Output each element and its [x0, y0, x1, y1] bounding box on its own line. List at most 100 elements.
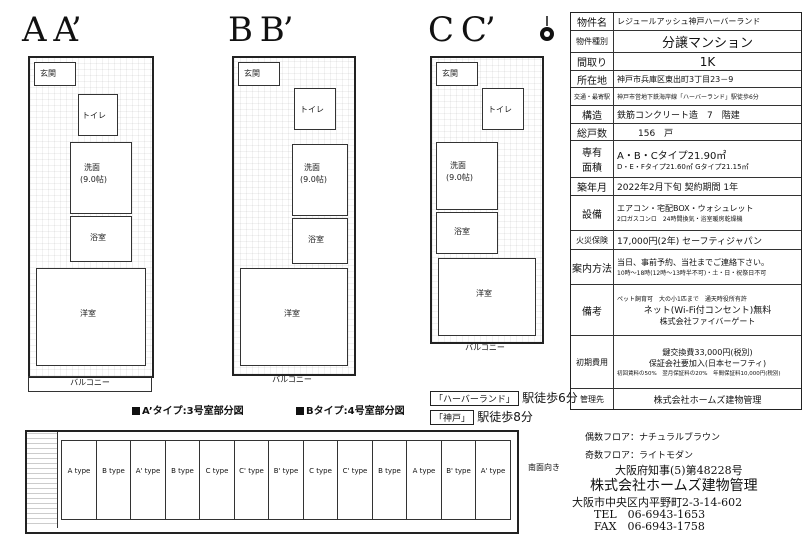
area-label-2: 面積: [582, 163, 602, 174]
washroom-label: 洗面: [84, 163, 100, 172]
unit-plan: C' type: [337, 440, 373, 520]
plan-c-letter: C C’: [428, 10, 496, 50]
floor-color-even: 偶数フロア：ナチュラルブラウン: [585, 433, 721, 443]
spec-label-built: 築年月: [571, 178, 614, 195]
unit-type-label: B type: [171, 467, 194, 475]
spec-row-name: 物件名 レジュールアッシュ神戸ハーバーランド: [571, 13, 801, 31]
washroom-label-b: 洗面: [304, 163, 320, 172]
license-number: 大阪府知事(5)第48228号: [615, 464, 743, 477]
unit-type-label: C type: [205, 467, 229, 475]
area-label-1: 専有: [582, 148, 602, 159]
facing-note: 南面向き: [528, 463, 560, 472]
station-info: 「ハーバーランド」 駅徒歩6分 「神戸」 駅徒歩8分: [430, 389, 578, 425]
spec-row-units: 総戸数 156 戸: [571, 124, 801, 141]
spec-label-name: 物件名: [571, 13, 614, 30]
unit-type-label: C' type: [239, 467, 264, 475]
company-tel: TEL 06-6943-1653: [594, 508, 706, 521]
insurance: 17,000円(2年) セーフティジャパン: [617, 236, 763, 247]
manager: 株式会社ホームズ建物管理: [653, 395, 762, 406]
spec-row-manager: 管理先 株式会社ホームズ建物管理: [571, 389, 801, 409]
spec-label-structure: 構造: [571, 106, 614, 123]
spec-label-insurance: 火災保険: [571, 231, 614, 249]
unit-type-label: B' type: [446, 467, 471, 475]
unit-type-label: B' type: [273, 467, 299, 475]
plan-b-caption: Bタイプ:4号室部分図: [296, 402, 405, 417]
floor-color-odd: 奇数フロア：ライトモダン: [585, 451, 694, 461]
entrance-label-b: 玄関: [244, 69, 260, 78]
station-2-walk: 駅徒歩8分: [477, 410, 533, 424]
balcony-c: バルコニー: [465, 343, 505, 352]
plan-b-letter: B B’: [228, 10, 294, 50]
room-size-c: (9.0帖): [446, 173, 473, 182]
unit-type-label: B type: [378, 467, 401, 475]
balcony-b: バルコニー: [272, 375, 312, 384]
unit-plan: B type: [371, 440, 408, 520]
western-room-label-b: 洋室: [284, 309, 300, 318]
toilet-label: トイレ: [82, 111, 106, 120]
building-floor-plan: A type B type A' type B type C type C' type B'…: [25, 430, 519, 534]
initial-3: 初回賃料の50% 翌月保証料の20% 年間保証料10,000円(税別): [617, 371, 781, 377]
floor-plan-b: 玄関 トイレ 洗面 (9.0帖) 浴室 洋室: [232, 56, 356, 376]
unit-plan: B type: [164, 440, 201, 520]
room-size-b: (9.0帖): [300, 175, 327, 184]
property-spec-table: 物件名 レジュールアッシュ神戸ハーバーランド 物件種別 分譲マンション 間取り …: [570, 12, 802, 410]
spec-row-area: 専有 面積 A・B・Cタイプ21.90㎡ D・E・Fタイプ21.60㎡ Gタイプ…: [571, 141, 801, 178]
spec-label-layout: 間取り: [571, 53, 614, 70]
station-2-name: 「神戸」: [430, 410, 475, 425]
western-room-label-a: 洋室: [80, 309, 96, 318]
unit-plan: C type: [302, 440, 339, 520]
balcony-a: バルコニー: [28, 376, 152, 392]
spec-row-built: 築年月 2022年2月下旬 契約期間 1年: [571, 178, 801, 196]
built: 2022年2月下旬 契約期間 1年: [617, 183, 739, 193]
spec-row-layout: 間取り 1K: [571, 53, 801, 71]
spec-row-equipment: 設備 エアコン・宅配BOX・ウォシュレット 2口ガスコンロ 24時間換気・浴室暖…: [571, 196, 801, 231]
compass-icon: [540, 16, 554, 41]
area-1: A・B・Cタイプ21.90㎡: [617, 150, 727, 162]
entrance-label-c: 玄関: [442, 69, 458, 78]
unit-plan: B' type: [268, 440, 304, 520]
initial-2: 保証会社要加入(日本セーフティ): [648, 359, 767, 368]
bath-label-c: 浴室: [454, 227, 470, 236]
spec-label-area: 専有 面積: [571, 141, 614, 177]
property-type: 分譲マンション: [661, 36, 753, 51]
unit-type-label: A type: [412, 467, 436, 475]
entrance-label: 玄関: [40, 69, 56, 78]
layout: 1K: [699, 54, 716, 69]
spec-label-units: 総戸数: [571, 124, 614, 140]
remarks-3: 株式会社ファイバーゲート: [659, 316, 756, 326]
unit-type-label: A type: [67, 467, 91, 475]
initial-costs: 鍵交換費33,000円(税別) 保証会社要加入(日本セーフティ) 初回賃料の50…: [614, 336, 801, 388]
toilet-label-b: トイレ: [300, 105, 324, 114]
spec-label-manager: 管理先: [571, 389, 614, 409]
unit-plan: B' type: [440, 440, 477, 520]
remarks-2: ネット(Wi-Fi付コンセント)無料: [643, 305, 772, 316]
unit-type-label: B type: [102, 467, 125, 475]
unit-plan: A' type: [475, 440, 511, 520]
floor-plan-a: 玄関 トイレ 洗面 (9.0帖) 浴室 洋室: [28, 56, 154, 378]
toilet-label-c: トイレ: [488, 105, 512, 114]
address: 神戸市兵庫区東出町3丁目23－9: [617, 74, 734, 84]
bath-label: 浴室: [90, 233, 106, 242]
structure: 鉄筋コンクリート造 7 階建: [617, 111, 740, 121]
equipment: エアコン・宅配BOX・ウォシュレット 2口ガスコンロ 24時間換気・浴室暖房乾燥…: [614, 196, 801, 230]
guide-1: 当日、事前予約、当社までご連絡下さい。: [617, 258, 769, 267]
spec-label-equipment: 設備: [571, 196, 614, 230]
spec-row-address: 所在地 神戸市兵庫区東出町3丁目23－9: [571, 71, 801, 88]
washroom-label-c: 洗面: [450, 161, 466, 170]
units: 156 戸: [638, 128, 674, 139]
property-name: レジュールアッシュ神戸ハーバーランド: [617, 17, 761, 26]
remarks: ペット飼育可 大の小1匹まで 通天時役所有許 ネット(Wi-Fi付コンセント)無…: [614, 285, 801, 335]
spec-row-remarks: 備考 ペット飼育可 大の小1匹まで 通天時役所有許 ネット(Wi-Fi付コンセン…: [571, 285, 801, 336]
unit-plan: A type: [61, 440, 97, 520]
area-2: D・E・Fタイプ21.60㎡ Gタイプ21.15㎡: [617, 162, 749, 171]
plan-a-caption: A’タイプ:3号室部分図: [132, 402, 244, 417]
company-address: 大阪市中央区内平野町2-3-14-602: [572, 496, 743, 509]
unit-type-label: C type: [309, 467, 332, 475]
spec-label-access: 交通・最寄駅: [571, 88, 614, 105]
room-size-a: (9.0帖): [80, 175, 107, 184]
company-fax: FAX 06-6943-1758: [594, 520, 705, 533]
unit-plan: C' type: [233, 440, 270, 520]
spec-row-structure: 構造 鉄筋コンクリート造 7 階建: [571, 106, 801, 124]
unit-plan: A type: [406, 440, 442, 520]
remarks-1: ペット飼育可 大の小1匹まで 通天時役所有許: [617, 295, 747, 303]
